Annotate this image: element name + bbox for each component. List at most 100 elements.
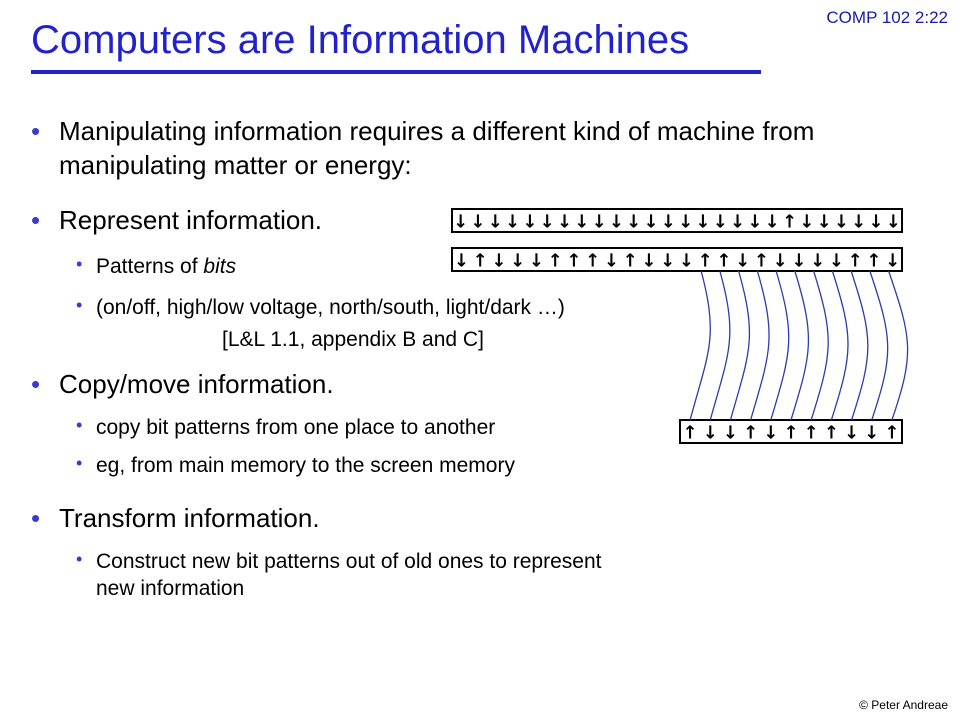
bit-up-arrow-icon: ↑ xyxy=(585,251,600,272)
bit-down-arrow-icon: ↓ xyxy=(703,423,718,444)
bit-up-arrow-icon: ↑ xyxy=(623,251,638,272)
bit-up-arrow-icon: ↑ xyxy=(848,251,863,272)
bit-row-screen: ↑↓↓↑↓↑↑↑↓↓↑ xyxy=(679,419,903,444)
bit-up-arrow-icon: ↑ xyxy=(782,212,797,233)
copy-connector-line xyxy=(770,270,790,421)
bits-prefix: Patterns of xyxy=(96,255,204,278)
bit-down-arrow-icon: ↓ xyxy=(604,251,619,272)
bit-up-arrow-icon: ↑ xyxy=(783,423,798,444)
bit-down-arrow-icon: ↓ xyxy=(522,212,537,233)
bit-down-arrow-icon: ↓ xyxy=(529,251,544,272)
copy-connector-line xyxy=(729,270,751,421)
bit-down-arrow-icon: ↓ xyxy=(491,251,506,272)
bit-row-memory-2: ↓↑↓↓↓↑↑↑↓↑↓↓↓↑↑↓↑↓↓↓↓↑↑↓ xyxy=(451,247,903,272)
copy-connector-line xyxy=(810,270,829,421)
bit-up-arrow-icon: ↑ xyxy=(698,251,713,272)
bit-up-arrow-icon: ↑ xyxy=(866,251,881,272)
bit-down-arrow-icon: ↓ xyxy=(695,212,710,233)
reference-note: [L&L 1.1, appendix B and C] xyxy=(222,328,484,351)
page-title: Computers are Information Machines xyxy=(31,18,690,62)
bit-up-arrow-icon: ↑ xyxy=(824,423,839,444)
bit-down-arrow-icon: ↓ xyxy=(834,212,849,233)
title-underline xyxy=(31,70,761,74)
bit-down-arrow-icon: ↓ xyxy=(817,212,832,233)
bit-down-arrow-icon: ↓ xyxy=(747,212,762,233)
copyright-credit: © Peter Andreae xyxy=(859,698,948,712)
bit-down-arrow-icon: ↓ xyxy=(510,251,525,272)
sub-bullet-examples: • (on/off, high/low voltage, north/south… xyxy=(76,294,565,321)
bit-up-arrow-icon: ↑ xyxy=(804,423,819,444)
bit-down-arrow-icon: ↓ xyxy=(791,251,806,272)
bit-down-arrow-icon: ↓ xyxy=(626,212,641,233)
sub-bullet-screen: • eg, from main memory to the screen mem… xyxy=(76,452,515,479)
bit-row-frame xyxy=(451,247,903,272)
bit-up-arrow-icon: ↑ xyxy=(754,251,769,272)
bit-up-arrow-icon: ↑ xyxy=(884,423,899,444)
bullet-represent: • Represent information. xyxy=(31,204,322,238)
bit-down-arrow-icon: ↓ xyxy=(574,212,589,233)
sub-bullet-transform: • Construct new bit patterns out of old … xyxy=(76,548,636,603)
bit-down-arrow-icon: ↓ xyxy=(773,251,788,272)
bit-up-arrow-icon: ↑ xyxy=(716,251,731,272)
sub-bullet-screen-text: eg, from main memory to the screen memor… xyxy=(96,454,515,477)
copy-connector-line xyxy=(850,270,869,421)
bit-row-frame xyxy=(451,208,903,233)
bit-down-arrow-icon: ↓ xyxy=(868,212,883,233)
bullet-copy: • Copy/move information. xyxy=(31,368,334,402)
bit-down-arrow-icon: ↓ xyxy=(713,212,728,233)
bullet-represent-text: Represent information. xyxy=(59,205,323,235)
bit-up-arrow-icon: ↑ xyxy=(743,423,758,444)
bullet-icon: • xyxy=(76,295,83,315)
sub-bullet-bits: • Patterns of bits xyxy=(76,253,236,280)
bit-down-arrow-icon: ↓ xyxy=(592,212,607,233)
bullet-icon: • xyxy=(31,205,41,235)
bit-down-arrow-icon: ↓ xyxy=(763,423,778,444)
bullet-transform-text: Transform information. xyxy=(59,503,320,533)
bullet-icon: • xyxy=(76,549,83,569)
copy-connector-line xyxy=(830,270,849,421)
bit-up-arrow-icon: ↑ xyxy=(548,251,563,272)
bit-down-arrow-icon: ↓ xyxy=(765,212,780,233)
bit-down-arrow-icon: ↓ xyxy=(735,251,750,272)
bits-emphasis: bits xyxy=(203,255,237,278)
copy-connector-line xyxy=(888,270,909,421)
bit-down-arrow-icon: ↓ xyxy=(679,251,694,272)
bit-down-arrow-icon: ↓ xyxy=(454,251,469,272)
bit-down-arrow-icon: ↓ xyxy=(864,423,879,444)
bit-down-arrow-icon: ↓ xyxy=(730,212,745,233)
sub-bullet-transform-text: Construct new bit patterns out of old on… xyxy=(96,550,602,601)
bullet-icon: • xyxy=(76,415,83,435)
bit-row-memory-1: ↓↓↓↓↓↓↓↓↓↓↓↓↓↓↓↓↓↓↓↑↓↓↓↓↓↓ xyxy=(451,208,903,233)
bullet-icon: • xyxy=(76,453,83,473)
bit-down-arrow-icon: ↓ xyxy=(851,212,866,233)
bit-down-arrow-icon: ↓ xyxy=(886,212,901,233)
bullet-intro-text: Manipulating information requires a diff… xyxy=(59,116,815,180)
bit-down-arrow-icon: ↓ xyxy=(540,212,555,233)
bit-down-arrow-icon: ↓ xyxy=(799,212,814,233)
bullet-transform: • Transform information. xyxy=(31,502,320,536)
bullet-icon: • xyxy=(31,503,41,533)
sub-bullet-copy-text: copy bit patterns from one place to anot… xyxy=(96,416,496,439)
bit-down-arrow-icon: ↓ xyxy=(661,212,676,233)
bit-down-arrow-icon: ↓ xyxy=(810,251,825,272)
bit-down-arrow-icon: ↓ xyxy=(885,251,900,272)
bit-down-arrow-icon: ↓ xyxy=(723,423,738,444)
bit-down-arrow-icon: ↓ xyxy=(641,251,656,272)
course-slide-number: COMP 102 2:22 xyxy=(826,8,948,27)
bit-down-arrow-icon: ↓ xyxy=(609,212,624,233)
bullet-intro: • Manipulating information requires a di… xyxy=(31,115,931,183)
sub-bullet-bits-text: Patterns of bits xyxy=(96,253,236,280)
copy-connector-line xyxy=(750,270,770,421)
bit-down-arrow-icon: ↓ xyxy=(557,212,572,233)
copy-connector-line xyxy=(689,270,711,421)
bullet-icon: • xyxy=(31,369,41,399)
bullet-icon: • xyxy=(31,116,41,146)
bit-down-arrow-icon: ↓ xyxy=(829,251,844,272)
bit-down-arrow-icon: ↓ xyxy=(505,212,520,233)
copy-connector-line xyxy=(790,270,810,421)
sub-bullet-copy: • copy bit patterns from one place to an… xyxy=(76,414,495,441)
bullet-copy-text: Copy/move information. xyxy=(59,369,334,399)
bit-up-arrow-icon: ↑ xyxy=(473,251,488,272)
bit-down-arrow-icon: ↓ xyxy=(643,212,658,233)
